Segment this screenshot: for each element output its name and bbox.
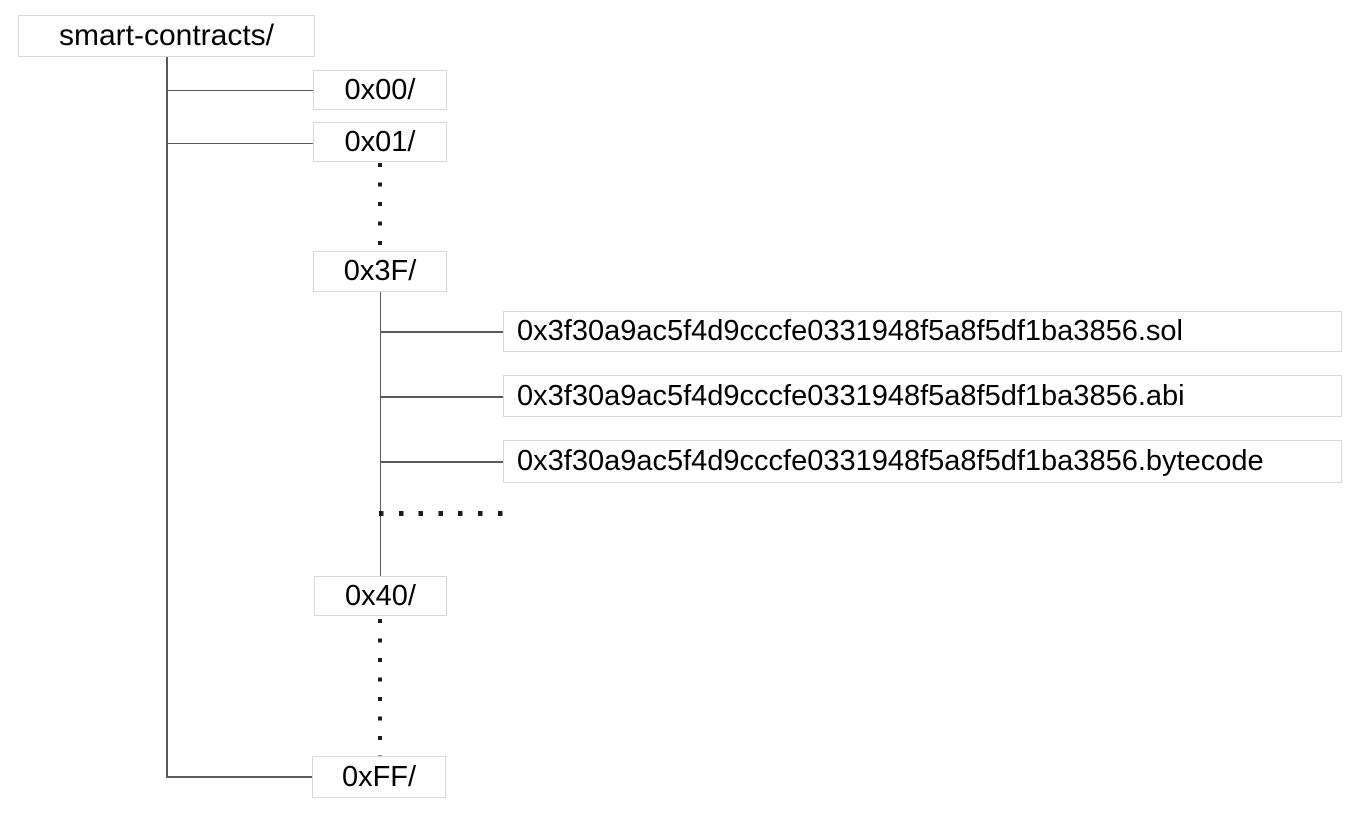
0x3F-trunk-line: [379, 292, 381, 576]
folder-node-0x3F: 0x3F/: [313, 251, 447, 292]
folder-node-0x40: 0x40/: [314, 576, 447, 616]
root-trunk-line: [166, 57, 168, 777]
file-node-contract-bytecode: 0x3f30a9ac5f4d9cccfe0331948f5a8f5df1ba38…: [503, 440, 1342, 483]
file-node-contract-sol: 0x3f30a9ac5f4d9cccfe0331948f5a8f5df1ba38…: [503, 311, 1342, 352]
file-node-contract-abi: 0x3f30a9ac5f4d9cccfe0331948f5a8f5df1ba38…: [503, 375, 1342, 417]
connector-0x3F-to-sol-file: [380, 331, 503, 333]
root-folder-node: smart-contracts/: [18, 15, 315, 57]
folder-node-0x01: 0x01/: [313, 122, 447, 162]
ellipsis-dots-icon-dirs-0x40-to-0xFF: [378, 619, 382, 757]
ellipsis-dots-icon-dirs-0x01-to-0x3F: [378, 163, 382, 248]
connector-0x3F-to-abi-file: [380, 396, 503, 398]
connector-root-to-0x01: [167, 142, 313, 144]
ellipsis-dots-icon-more-files: [379, 511, 504, 516]
connector-0x3F-to-bytecode-file: [380, 461, 503, 463]
folder-node-0xFF: 0xFF/: [312, 756, 446, 798]
folder-node-0x00: 0x00/: [313, 70, 447, 110]
connector-root-to-0xFF: [166, 776, 312, 778]
connector-root-to-0x00: [167, 89, 313, 91]
